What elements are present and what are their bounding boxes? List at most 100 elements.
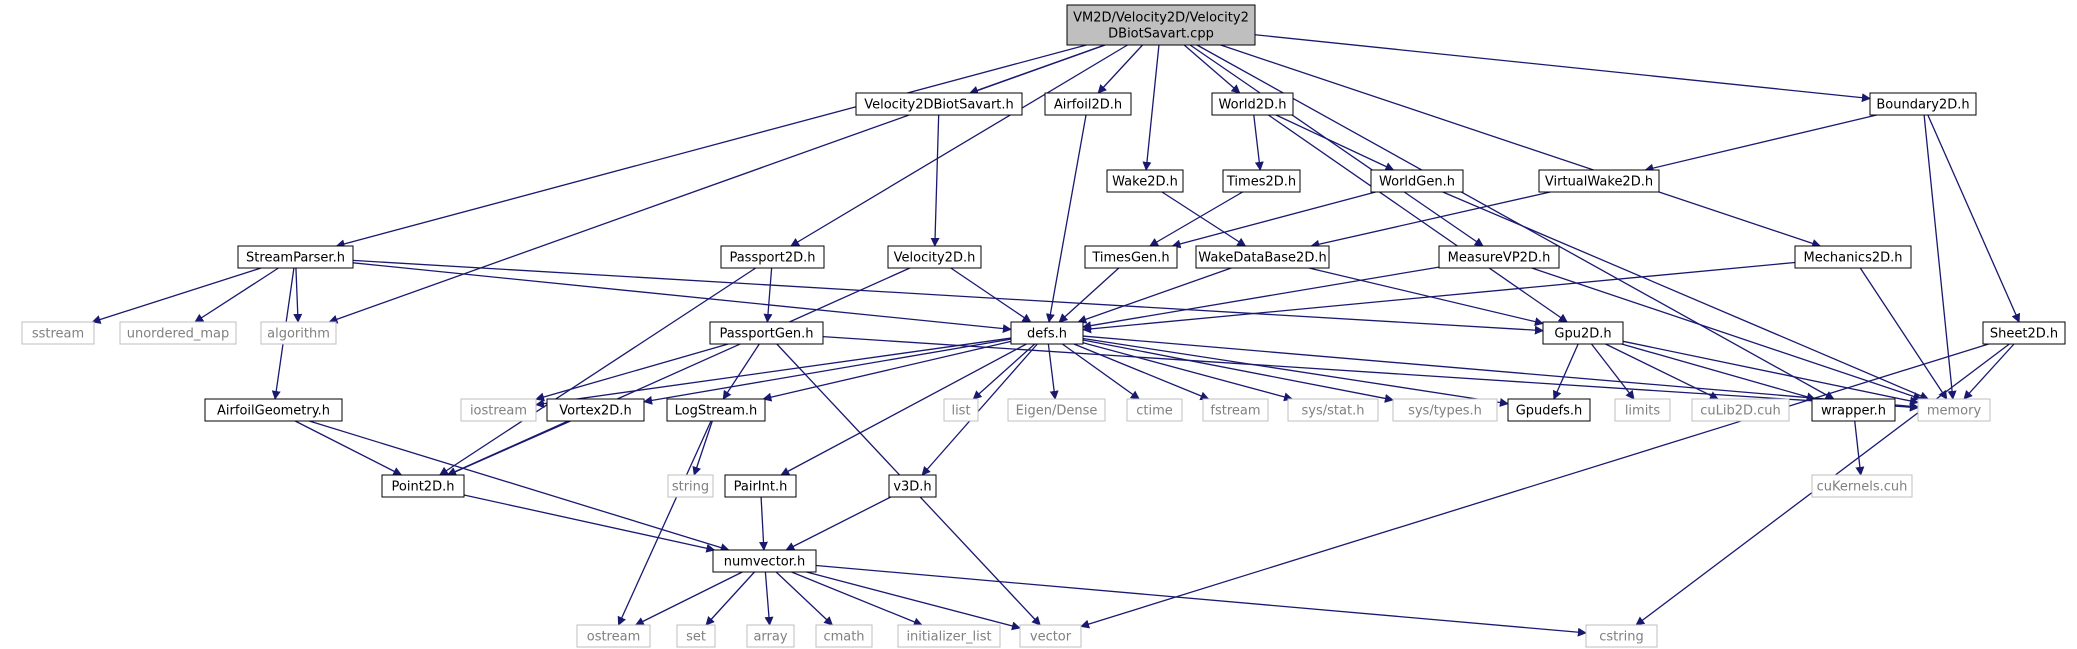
header-node[interactable]: Gpu2D.h — [1542, 321, 1624, 345]
system-header-node: vector — [1019, 624, 1082, 648]
node-label: StreamParser.h — [246, 251, 345, 266]
system-header-node: initializer_list — [897, 624, 1001, 648]
header-node[interactable]: WorldGen.h — [1370, 169, 1464, 193]
node-box — [237, 245, 354, 269]
header-node[interactable]: StreamParser.h — [237, 245, 354, 269]
node-box — [1869, 92, 1977, 116]
header-node[interactable]: Vortex2D.h — [546, 398, 645, 422]
dependency-arrow — [446, 267, 911, 476]
dependency-arrow — [1080, 343, 1989, 629]
node-box — [1126, 398, 1183, 422]
node-label: Passport2D.h — [729, 251, 815, 266]
system-header-node: sys/types.h — [1392, 398, 1498, 422]
system-header-node: ctime — [1126, 398, 1183, 422]
dependency-arrow — [1171, 191, 1376, 249]
node-box — [1195, 245, 1330, 269]
header-node[interactable]: LogStream.h — [666, 398, 766, 422]
node-label: VirtualWake2D.h — [1545, 175, 1653, 190]
system-header-node: algorithm — [260, 321, 337, 345]
dependency-arrow — [439, 267, 757, 476]
system-header-node: limits — [1614, 398, 1671, 422]
header-node[interactable]: AirfoilGeometry.h — [204, 398, 343, 422]
dependency-arrow — [1254, 34, 1871, 103]
node-label: cstring — [1599, 630, 1643, 645]
dependency-arrow — [1220, 44, 1822, 248]
dependency-arrow — [1442, 191, 1930, 400]
header-node[interactable]: Sheet2D.h — [1982, 321, 2066, 345]
header-node[interactable]: Airfoil2D.h — [1044, 92, 1132, 116]
header-node[interactable]: Gpudefs.h — [1507, 398, 1591, 422]
node-label: DBiotSavart.cpp — [1108, 27, 1214, 42]
header-node[interactable]: World2D.h — [1211, 92, 1294, 116]
header-node[interactable]: Velocity2DBiotSavart.h — [855, 92, 1023, 116]
dependency-arrow — [1622, 340, 1919, 406]
node-label: Airfoil2D.h — [1054, 98, 1122, 113]
node-box — [1084, 245, 1178, 269]
node-box — [1538, 169, 1660, 193]
system-header-node: ostream — [576, 624, 651, 648]
node-box — [676, 624, 716, 648]
dependency-arrow — [806, 571, 1021, 631]
header-node[interactable]: Mechanics2D.h — [1794, 245, 1912, 269]
header-node[interactable]: PairInt.h — [724, 474, 797, 498]
dependency-arrow — [1183, 44, 1241, 94]
header-node[interactable]: numvector.h — [712, 549, 817, 573]
node-box — [1438, 245, 1560, 269]
header-node[interactable]: VirtualWake2D.h — [1538, 169, 1660, 193]
system-header-node: cuKernels.cuh — [1811, 474, 1913, 498]
header-node[interactable]: Boundary2D.h — [1869, 92, 1977, 116]
dependency-arrow — [1553, 343, 1579, 400]
dependency-arrow — [535, 343, 729, 402]
node-box — [1066, 4, 1256, 46]
system-header-node: array — [746, 624, 795, 648]
header-node[interactable]: defs.h — [1010, 321, 1084, 345]
header-node[interactable]: WakeDataBase2D.h — [1195, 245, 1330, 269]
header-node[interactable]: v3D.h — [888, 474, 937, 498]
node-label: wrapper.h — [1821, 404, 1886, 419]
header-node[interactable]: Times2D.h — [1222, 169, 1301, 193]
dependency-arrow — [722, 343, 760, 400]
dependency-arrow — [1149, 191, 1243, 247]
node-box — [1585, 624, 1658, 648]
dependency-arrow — [1058, 267, 1120, 323]
header-node[interactable]: Point2D.h — [381, 474, 465, 498]
node-box — [667, 474, 714, 498]
dependency-arrow — [1142, 44, 1160, 171]
dependency-arrow — [1859, 267, 1948, 400]
node-label: MeasureVP2D.h — [1448, 251, 1551, 266]
header-node[interactable]: Wake2D.h — [1106, 169, 1184, 193]
dependency-arrow — [775, 571, 833, 626]
node-label: string — [672, 480, 709, 495]
dependency-arrow — [634, 571, 743, 626]
header-node[interactable]: wrapper.h — [1811, 398, 1896, 422]
header-node[interactable]: TimesGen.h — [1084, 245, 1178, 269]
node-box — [1917, 398, 1991, 422]
node-box — [546, 398, 645, 422]
node-box — [1211, 92, 1294, 116]
node-box — [1982, 321, 2066, 345]
node-label: initializer_list — [906, 630, 991, 645]
root-file-node[interactable]: VM2D/Velocity2D/Velocity2DBiotSavart.cpp — [1066, 4, 1256, 46]
header-node[interactable]: Velocity2D.h — [887, 245, 982, 269]
header-node[interactable]: MeasureVP2D.h — [1438, 245, 1560, 269]
node-label: fstream — [1210, 404, 1260, 419]
node-box — [887, 245, 982, 269]
node-box — [1287, 398, 1379, 422]
node-label: World2D.h — [1219, 98, 1287, 113]
dependency-arrow — [352, 262, 1012, 334]
dependency-arrow — [1308, 267, 1544, 327]
node-label: Velocity2D.h — [894, 251, 976, 266]
dependency-arrow — [790, 44, 1128, 247]
header-node[interactable]: Passport2D.h — [720, 245, 825, 269]
dependency-arrow — [1082, 342, 1294, 402]
system-header-node: sys/stat.h — [1287, 398, 1379, 422]
dependency-arrow — [815, 564, 1587, 637]
dependency-arrow — [309, 420, 730, 552]
dependency-arrow — [1082, 337, 1509, 407]
node-box — [888, 474, 937, 498]
dependency-arrow — [463, 494, 716, 553]
dependency-arrow — [194, 267, 279, 323]
dependency-arrow — [1045, 114, 1087, 323]
header-node[interactable]: PassportGen.h — [709, 321, 824, 345]
dependency-arrow — [1531, 267, 1923, 401]
